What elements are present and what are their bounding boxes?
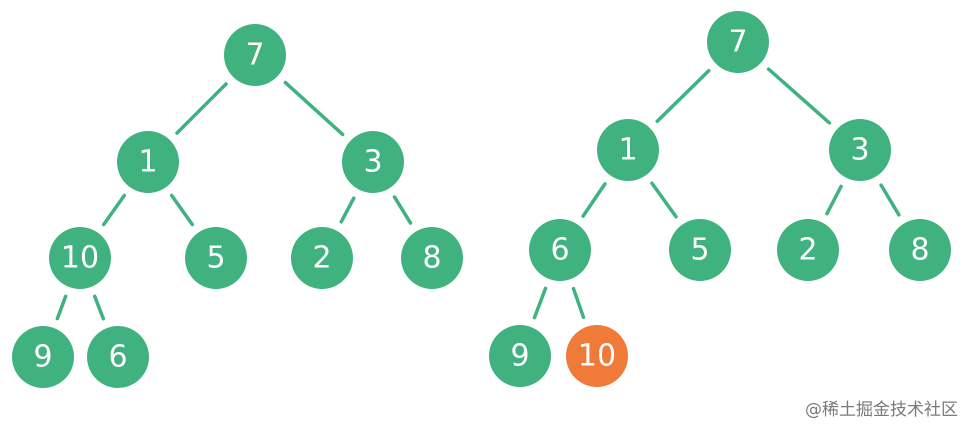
tree-node: 1 [117,131,179,193]
edge-a-c [766,67,832,125]
node-circle [777,219,839,281]
tree-node: 5 [185,227,247,289]
node-label: 6 [550,233,569,268]
node-circle [342,131,404,193]
edge-b-d [581,182,607,218]
node-label: 8 [422,241,441,276]
tree-2: 7 1 3 6 5 2 8 9 10 [489,11,951,387]
node-circle [566,325,628,387]
node-circle [87,326,149,388]
tree-node: 8 [889,219,951,281]
edge-a-c [283,80,345,137]
node-circle [597,119,659,181]
tree-1: 7 1 3 10 5 2 8 9 6 [12,24,463,388]
edge-a-b [655,68,711,124]
tree-node: 7 [707,11,769,73]
edge-b-e [650,181,678,219]
node-label: 7 [728,25,747,60]
node-label: 2 [312,241,331,276]
node-circle [224,24,286,86]
tree-node: 3 [829,119,891,181]
tree-node: 2 [291,227,353,289]
highlighted-tree-node: 10 [566,325,628,387]
node-label: 9 [510,339,529,374]
edge-d-h [55,294,68,321]
tree-node: 3 [342,131,404,193]
tree-node: 1 [597,119,659,181]
node-label: 3 [363,145,382,180]
tree-node: 2 [777,219,839,281]
tree-node: 6 [87,326,149,388]
edge-c-f [339,196,356,224]
node-label: 5 [206,241,225,276]
edge-b-e [169,193,195,227]
node-label: 7 [245,38,264,73]
node-circle [889,219,951,281]
edge-b-d [101,193,127,227]
edge-d-i [571,286,586,320]
tree-node: 7 [224,24,286,86]
node-label: 2 [798,233,817,268]
node-label: 3 [850,133,869,168]
node-label: 10 [61,241,99,276]
node-label: 8 [910,233,929,268]
edge-c-g [879,183,901,217]
node-label: 10 [578,339,616,374]
edge-c-f [825,184,843,216]
tree-node: 5 [669,219,731,281]
node-circle [489,325,551,387]
node-circle [829,119,891,181]
node-circle [529,219,591,281]
node-circle [12,326,74,388]
node-label: 1 [138,145,157,180]
tree-node: 6 [529,219,591,281]
node-circle [185,227,247,289]
node-circle [669,219,731,281]
edge-a-b [175,82,228,135]
watermark-text: @稀土掘金技术社区 [805,400,958,420]
tree-node: 8 [401,227,463,289]
node-label: 1 [618,133,637,168]
node-circle [707,11,769,73]
tree-node: 9 [489,325,551,387]
edge-d-h [532,286,548,320]
node-circle [117,131,179,193]
tree-node: 9 [12,326,74,388]
tree-node: 10 [49,227,111,289]
node-circle [401,227,463,289]
node-label: 6 [108,340,127,375]
node-circle [291,227,353,289]
edge-c-g [392,195,413,225]
node-circle [49,227,111,289]
edge-d-i [92,294,106,321]
node-label: 9 [33,340,52,375]
node-label: 5 [690,233,709,268]
